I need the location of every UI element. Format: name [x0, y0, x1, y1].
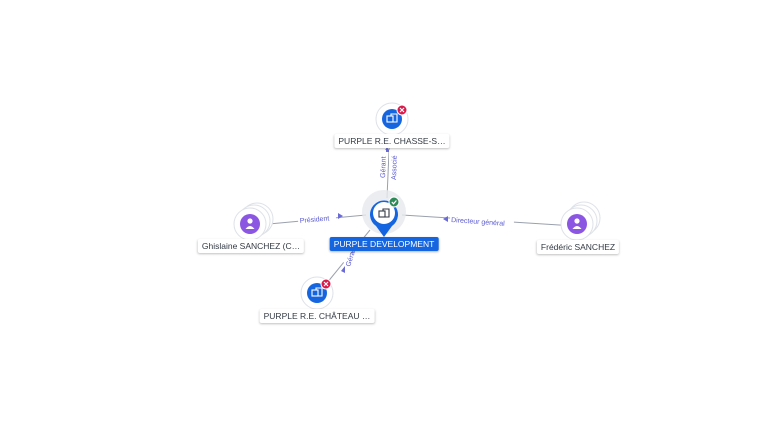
building-icon	[378, 208, 390, 218]
node-center[interactable]	[362, 190, 406, 237]
edge-label-left: Président	[300, 215, 330, 225]
edge-label-top-a: Gérant	[380, 156, 388, 178]
arrow-left	[338, 213, 343, 219]
node-label-top[interactable]: PURPLE R.E. CHASSE-S…	[334, 134, 450, 148]
node-top[interactable]	[375, 102, 409, 136]
edges	[257, 127, 576, 295]
building-icon	[311, 287, 323, 297]
arrow-right	[443, 216, 448, 222]
node-label-right[interactable]: Frédéric SANCHEZ	[536, 240, 620, 254]
building-icon	[386, 113, 398, 123]
node-label-left[interactable]: Ghislaine SANCHEZ (C…	[197, 239, 305, 253]
edge-labels: Gérant Associé Président Directeur génér…	[297, 150, 515, 270]
node-bottom[interactable]	[300, 276, 334, 310]
closed-x-icon	[320, 278, 332, 290]
node-label-bottom[interactable]: PURPLE R.E. CHÂTEAU …	[259, 309, 375, 323]
node-right[interactable]	[560, 201, 601, 241]
arrow-bottom	[341, 266, 345, 273]
node-label-center[interactable]: PURPLE DEVELOPMENT	[329, 237, 439, 251]
person-icon	[572, 218, 582, 229]
person-icon	[245, 218, 255, 229]
edge-label-right: Directeur général	[451, 217, 505, 228]
edge-label-top-b: Associé	[391, 155, 399, 180]
node-left[interactable]	[233, 202, 274, 241]
closed-x-icon	[396, 104, 408, 116]
active-check-icon	[388, 196, 400, 208]
